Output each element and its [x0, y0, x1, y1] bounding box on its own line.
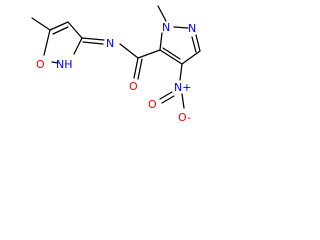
- atom-nitro-O2: O-: [178, 111, 191, 124]
- bond-c3-n: [73, 37, 83, 55]
- atom-pyrazole-N2: N: [188, 22, 196, 35]
- bond-N2-C3: [195, 34, 201, 52]
- bond-pyrC5-N1: [159, 32, 163, 51]
- atom-pyrazole-N1: N: [162, 21, 170, 34]
- atom-nitro-N: N+: [174, 81, 191, 94]
- bond-C4-C5-double: [162, 47, 181, 60]
- bond-N1-methyl: [157, 5, 167, 22]
- molecule-svg: N NH O N O N N N+ O O-: [31, 5, 201, 124]
- bond-c3-amideN-double: [82, 41, 104, 45]
- bond-o-c5: [43, 29, 51, 56]
- atom-amide-N: N: [106, 37, 114, 50]
- bond-N2-C3-double: [191, 36, 197, 53]
- bond-c-o-double: [137, 58, 143, 80]
- bond-c-o: [133, 57, 139, 79]
- bond-C4-nitroN: [179, 63, 183, 81]
- bond-nitroN-O1: [159, 91, 173, 100]
- atom-labels: N NH O N O N N N+ O O-: [36, 21, 196, 124]
- structure-diagram: N NH O N O N N N+ O O-: [0, 0, 228, 128]
- bond-methyl-c5: [31, 17, 51, 31]
- bond-c-pyrC5: [137, 49, 161, 59]
- atom-amide-O: O: [129, 80, 138, 93]
- bond-N1-N2: [173, 26, 189, 29]
- bonds: [31, 5, 201, 109]
- bond-c5-c4: [49, 21, 69, 31]
- bond-amideN-c: [119, 43, 139, 59]
- bond-n-o: [51, 61, 59, 64]
- atom-ring1-O: O: [36, 58, 45, 71]
- bond-nitroN-O1-double: [161, 95, 175, 104]
- bond-c3-amideN: [81, 37, 105, 41]
- bond-C4-C5: [159, 49, 183, 65]
- bond-c4-c3: [67, 21, 83, 39]
- bond-c5-c4-double: [52, 26, 69, 35]
- atom-ring1-NH: NH: [56, 58, 73, 71]
- bond-nitroN-O2: [181, 93, 185, 109]
- atom-nitro-O1: O: [148, 98, 157, 111]
- bond-C3-C4: [181, 50, 201, 65]
